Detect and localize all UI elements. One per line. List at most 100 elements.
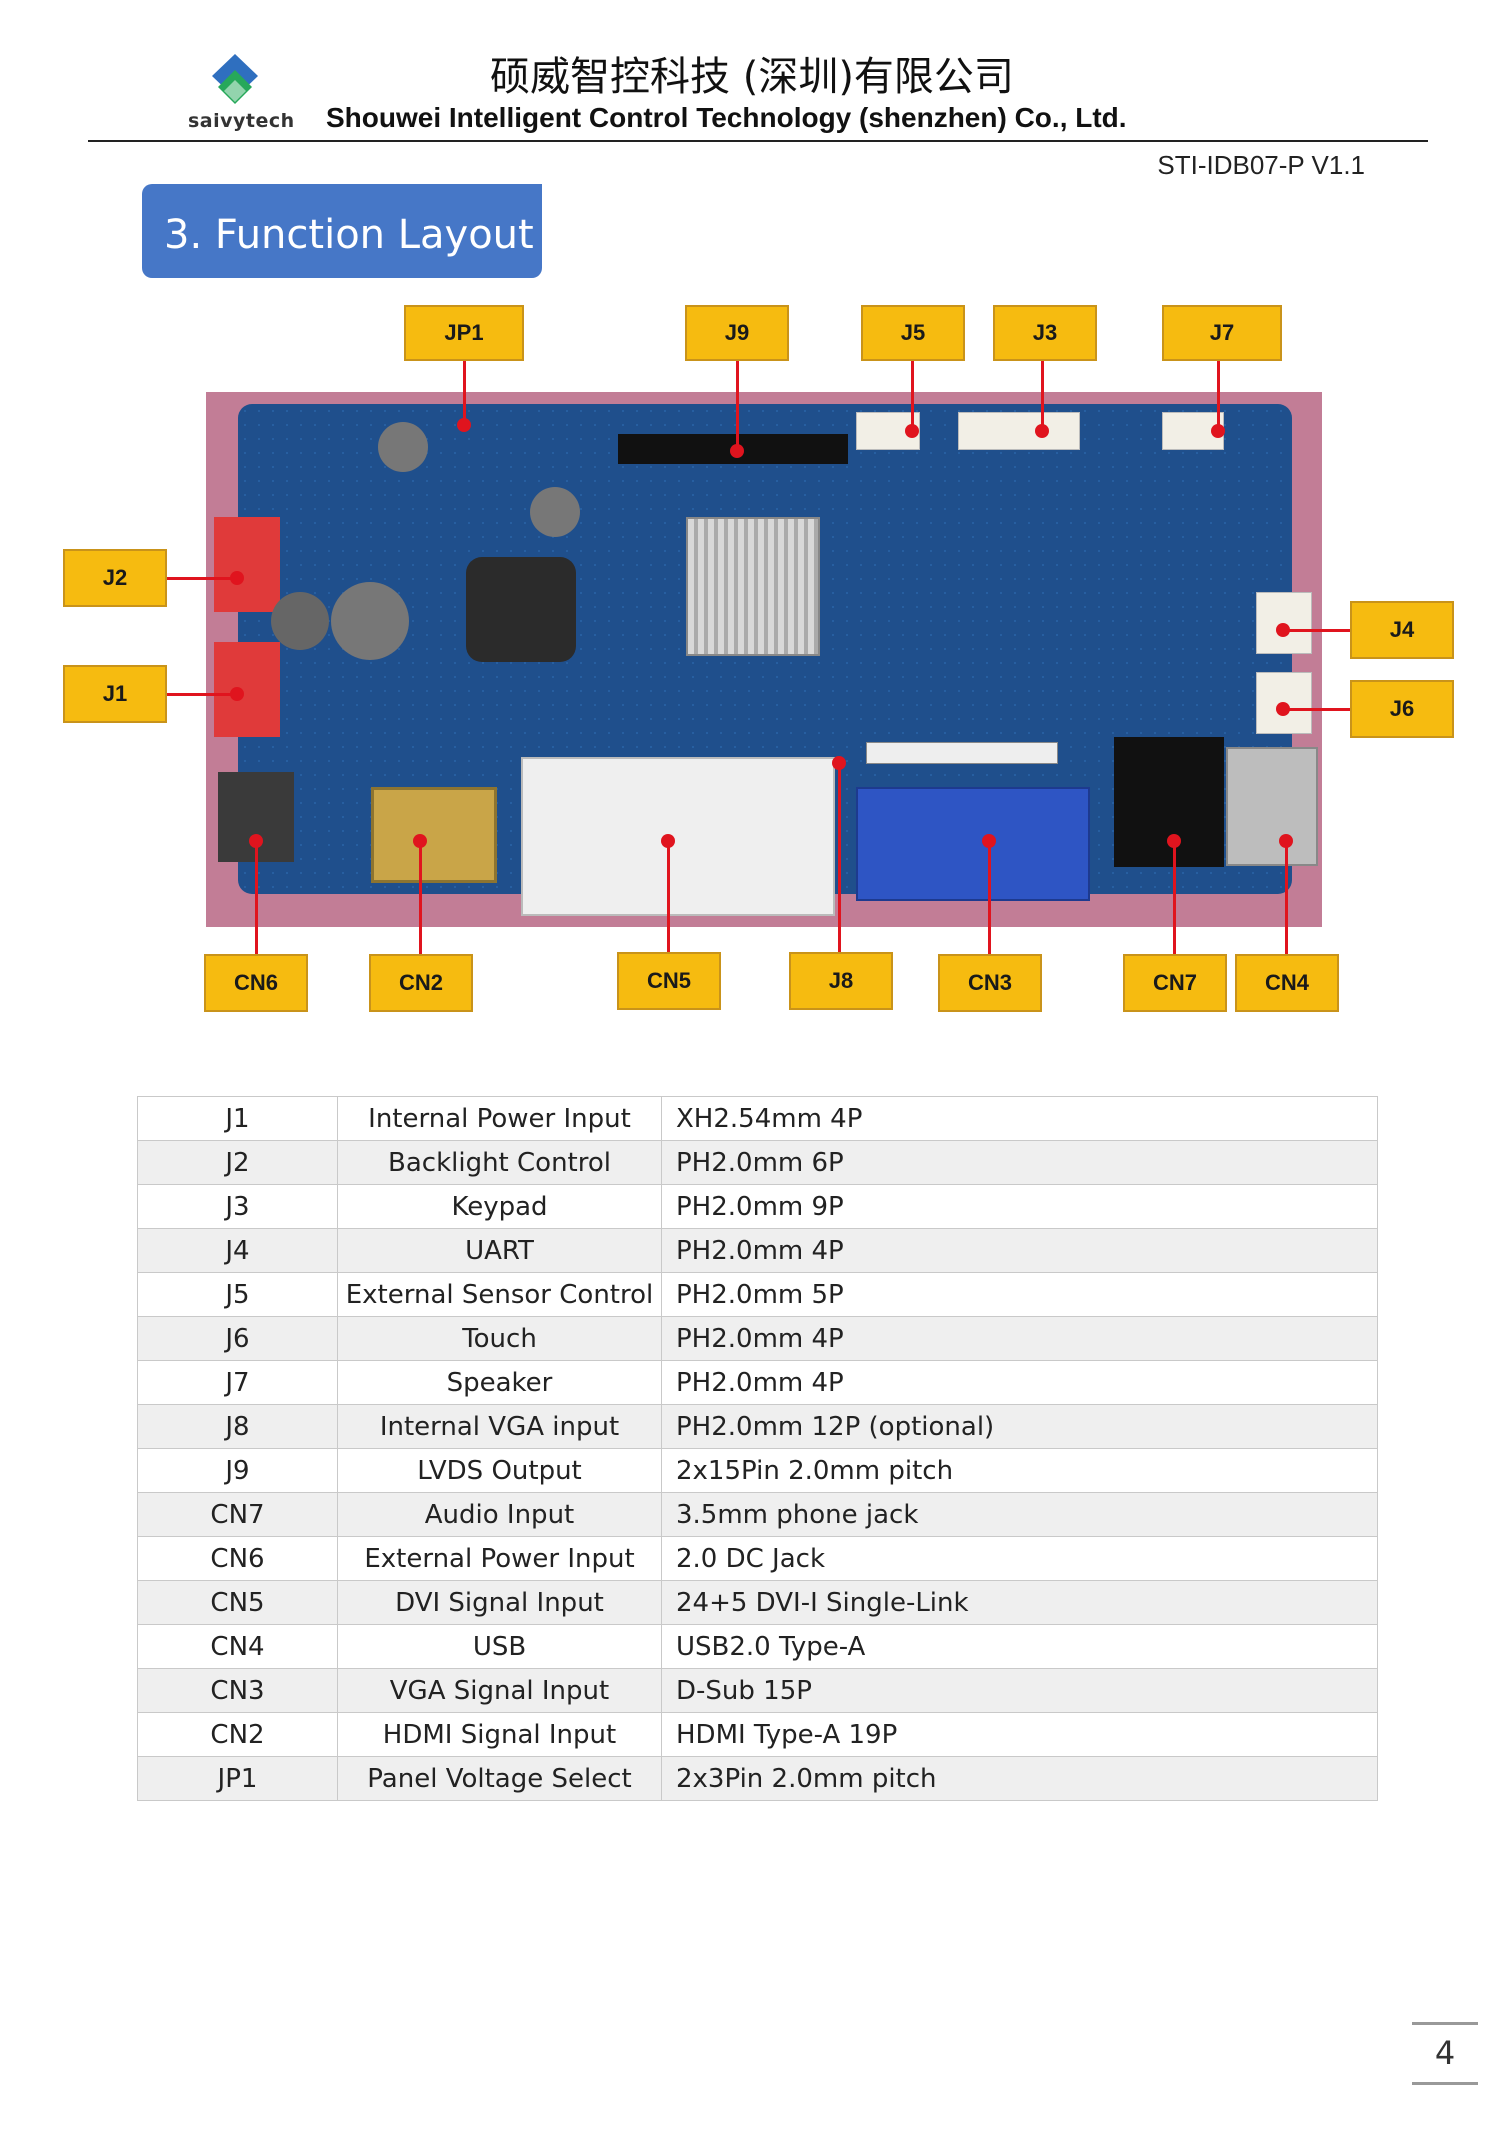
connector-spec: 2x15Pin 2.0mm pitch [661,1448,1378,1493]
connector-spec: PH2.0mm 5P [661,1272,1378,1317]
callout-j1: J1 [63,665,167,723]
connector-spec: 2.0 DC Jack [661,1536,1378,1581]
callout-cn6: CN6 [204,954,308,1012]
connector-id: J9 [137,1448,338,1493]
connector-function: LVDS Output [337,1448,662,1493]
connector-spec: 3.5mm phone jack [661,1492,1378,1537]
leader-dot-jp1 [457,418,471,432]
connector-function: Keypad [337,1184,662,1229]
company-name-cn: 硕威智控科技 (深圳)有限公司 [490,54,1014,100]
connector-id: CN4 [137,1624,338,1669]
leader-line-cn3 [988,840,991,954]
j8-connector [866,742,1058,764]
leader-line-jp1 [463,360,466,424]
connector-id: JP1 [137,1756,338,1801]
connector-id: J4 [137,1228,338,1273]
leader-line-cn5 [667,840,670,952]
connector-spec: D-Sub 15P [661,1668,1378,1713]
leader-dot-j8 [832,756,846,770]
leader-line-j4 [1282,629,1350,632]
leader-dot-j7 [1211,424,1225,438]
callout-j7: J7 [1162,305,1282,361]
leader-dot-j6 [1276,702,1290,716]
connector-id: CN5 [137,1580,338,1625]
header-divider [88,140,1428,142]
connector-function: HDMI Signal Input [337,1712,662,1757]
connector-id: J3 [137,1184,338,1229]
connector-id: CN7 [137,1492,338,1537]
cn2-hdmi-port [371,787,497,883]
leader-line-j1 [166,693,236,696]
leader-dot-j5 [905,424,919,438]
connector-spec: USB2.0 Type-A [661,1624,1378,1669]
callout-jp1: JP1 [404,305,524,361]
connector-function: UART [337,1228,662,1273]
j1-connector [214,642,280,737]
leader-dot-cn2 [413,834,427,848]
connector-spec: PH2.0mm 4P [661,1360,1378,1405]
callout-j9: J9 [685,305,789,361]
leader-line-cn6 [255,840,258,954]
leader-line-j6 [1282,708,1350,711]
leader-dot-cn4 [1279,834,1293,848]
section-heading: 3. Function Layout [142,184,542,278]
leader-dot-j9 [730,444,744,458]
connector-spec: PH2.0mm 4P [661,1228,1378,1273]
leader-dot-j4 [1276,623,1290,637]
leader-dot-cn5 [661,834,675,848]
inductor [466,557,576,662]
company-name-en: Shouwei Intelligent Control Technology (… [326,102,1127,133]
document-id: STI-IDB07-P V1.1 [1157,150,1365,180]
leader-line-j8 [838,762,841,952]
page-number-rule-bottom [1412,2082,1478,2085]
connector-function: USB [337,1624,662,1669]
leader-line-j3 [1041,360,1044,430]
cn4-usb-port [1226,747,1318,866]
callout-j5: J5 [861,305,965,361]
connector-id: J1 [137,1096,338,1141]
j3-connector [958,412,1080,450]
connector-spec: 2x3Pin 2.0mm pitch [661,1756,1378,1801]
leader-line-j5 [911,360,914,430]
cn5-dvi-port [521,757,835,916]
callout-cn5: CN5 [617,952,721,1010]
board-photo [206,392,1322,927]
heatsink [686,517,820,656]
connector-id: J6 [137,1316,338,1361]
leader-dot-cn3 [982,834,996,848]
leader-line-j7 [1217,360,1220,430]
connector-id: J8 [137,1404,338,1449]
connector-id: J5 [137,1272,338,1317]
leader-dot-cn6 [249,834,263,848]
connector-function: Audio Input [337,1492,662,1537]
page-number: 4 [1434,2034,1456,2072]
capacitor [378,422,428,472]
connector-spec: PH2.0mm 9P [661,1184,1378,1229]
capacitor [271,592,329,650]
section-title: 3. Function Layout [164,212,534,258]
callout-cn3: CN3 [938,954,1042,1012]
connector-function: DVI Signal Input [337,1580,662,1625]
connector-function: Panel Voltage Select [337,1756,662,1801]
connector-function: External Sensor Control [337,1272,662,1317]
connector-spec: 24+5 DVI-I Single-Link [661,1580,1378,1625]
leader-line-cn7 [1173,840,1176,954]
connector-spec: XH2.54mm 4P [661,1096,1378,1141]
connector-function: Speaker [337,1360,662,1405]
connector-id: CN3 [137,1668,338,1713]
leader-dot-cn7 [1167,834,1181,848]
connector-function: Internal Power Input [337,1096,662,1141]
